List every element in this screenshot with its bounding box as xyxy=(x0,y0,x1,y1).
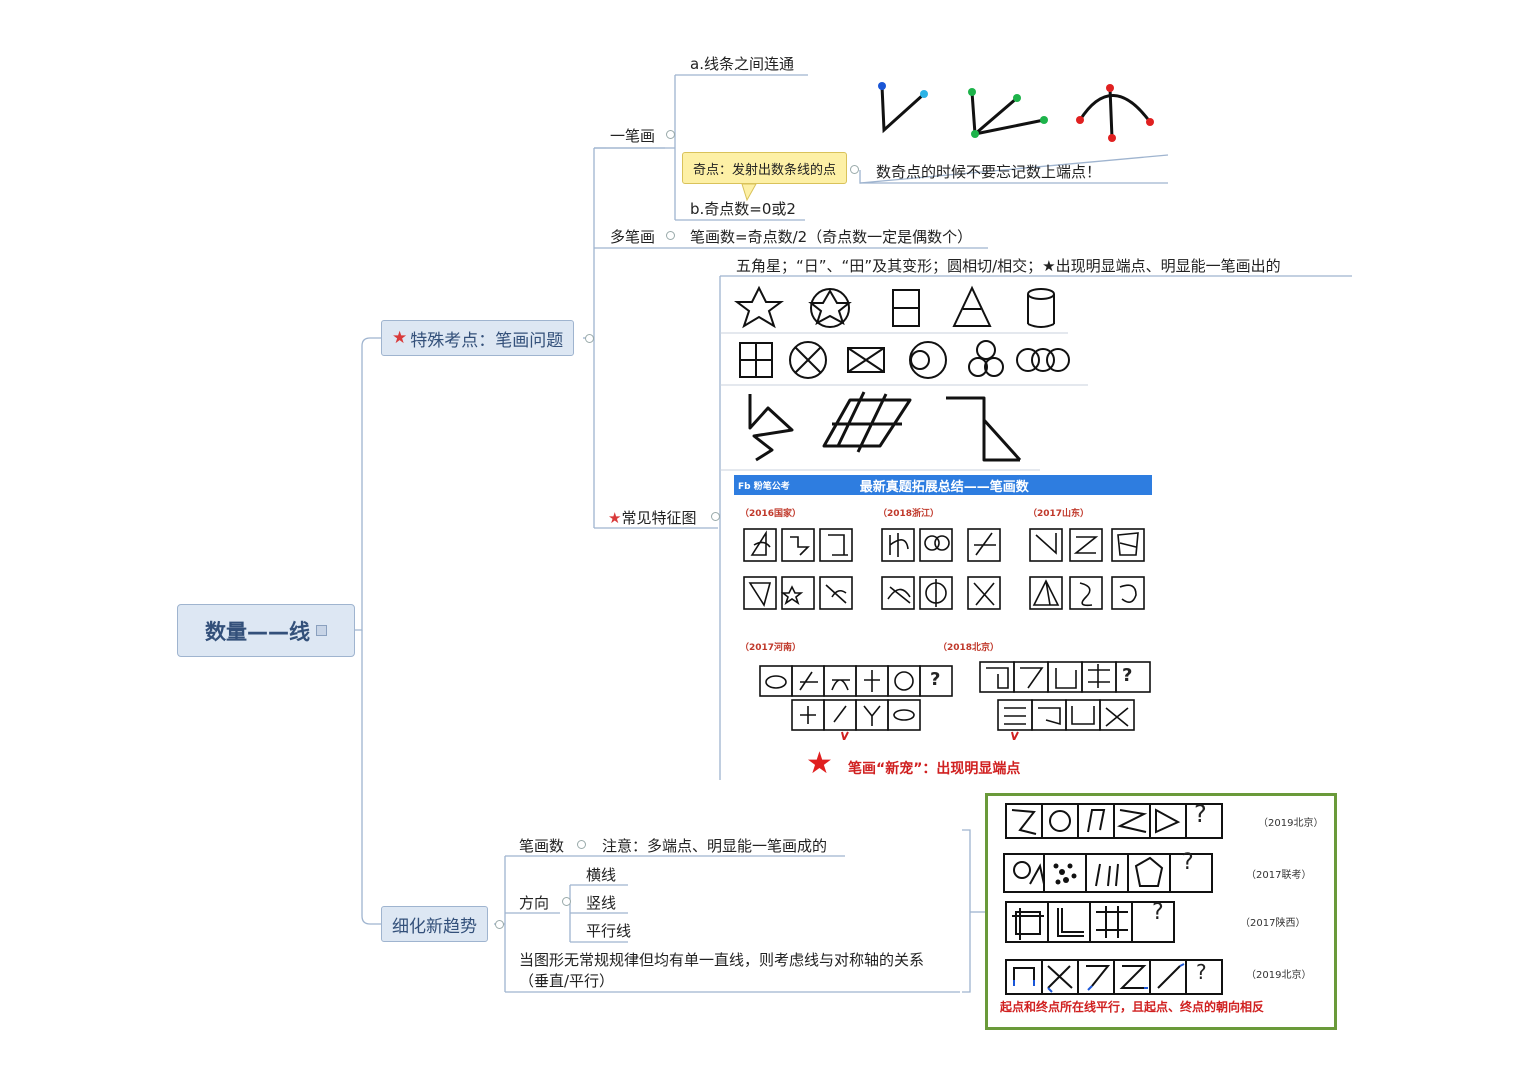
branch-special-topic-label: 特殊考点：笔画问题 xyxy=(410,330,564,351)
expand-dot-icon[interactable] xyxy=(562,897,571,906)
node-common-figures[interactable]: ★常见特征图 xyxy=(608,507,696,528)
root-label: 数量——线 xyxy=(205,619,310,644)
banner-logo: Fb 粉笔公考 xyxy=(738,481,790,492)
example-label: （2019北京） xyxy=(1246,970,1312,981)
examples-panel: ? ? ? ? （2019北京） （2017联考） （2017陕西） （2019… xyxy=(985,793,1337,1030)
shapes-row-star-ri xyxy=(734,285,1055,329)
example-label: （2019北京） xyxy=(1258,818,1324,829)
shapes-row-endpoint-figures xyxy=(748,391,1022,462)
expand-dot-icon[interactable] xyxy=(495,920,504,929)
shapes-row-tian-circles xyxy=(739,340,1070,379)
footer-new-favorite: 笔画“新宠”：出现明显端点 xyxy=(848,761,1021,777)
node-a-connected[interactable]: a.线条之间连通 xyxy=(690,55,794,73)
collapse-toggle-icon[interactable] xyxy=(316,625,327,636)
year-label: （2018北京） xyxy=(938,643,1000,653)
exam-figures-grid xyxy=(743,528,1145,610)
node-horizontal[interactable]: 横线 xyxy=(586,866,617,884)
question-mark: ? xyxy=(1122,665,1133,686)
example-conclusion: 起点和终点所在线平行，且起点、终点的朝向相反 xyxy=(1000,1000,1265,1014)
node-direction[interactable]: 方向 xyxy=(519,894,550,912)
example-label: （2017陕西） xyxy=(1240,918,1306,929)
node-parallel[interactable]: 平行线 xyxy=(586,922,632,940)
node-rule-line1[interactable]: 当图形无常规规律但均有单一直线，则考虑线与对称轴的关系 xyxy=(519,951,925,969)
node-figure-description[interactable]: 五角星；“日”、“田”及其变形；圆相切/相交；★出现明显端点、明显能一笔画出的 xyxy=(736,257,1281,275)
node-stroke-count-note[interactable]: 注意：多端点、明显能一笔画成的 xyxy=(602,837,828,855)
red-star-icon: ★ xyxy=(806,746,833,781)
node-duobihua[interactable]: 多笔画 xyxy=(610,228,656,246)
question-mark: ? xyxy=(1196,960,1207,984)
odd-point-illustration xyxy=(878,82,1154,142)
year-label: （2017山东） xyxy=(1028,509,1090,519)
example-label: （2017联考） xyxy=(1246,870,1312,881)
expand-dot-icon[interactable] xyxy=(585,334,594,343)
expand-dot-icon[interactable] xyxy=(711,512,720,521)
node-b-odd-count[interactable]: b.奇点数=0或2 xyxy=(690,200,796,218)
year-label: （2016国家） xyxy=(740,509,802,519)
branch-new-trends-label: 细化新趋势 xyxy=(392,916,477,937)
star-icon: ★ xyxy=(608,509,622,527)
branch-new-trends[interactable]: 细化新趋势 xyxy=(381,906,488,942)
expand-dot-icon[interactable] xyxy=(666,231,675,240)
year-label: （2017河南） xyxy=(740,643,802,653)
callout-odd-point[interactable]: 奇点：发射出数条线的点 xyxy=(682,152,847,184)
banner-title: 最新真题拓展总结——笔画数 xyxy=(859,479,1029,495)
node-note-endpoints[interactable]: 数奇点的时候不要忘记数上端点！ xyxy=(876,163,1102,181)
node-rule-line2[interactable]: （垂直/平行） xyxy=(519,972,615,990)
star-icon: ★ xyxy=(392,328,408,348)
question-mark: ? xyxy=(930,669,941,690)
node-yibihua[interactable]: 一笔画 xyxy=(610,127,656,145)
expand-dot-icon[interactable] xyxy=(850,165,859,174)
branch-special-topic[interactable]: ★ 特殊考点：笔画问题 xyxy=(381,320,575,356)
node-stroke-count[interactable]: 笔画数 xyxy=(519,837,565,855)
question-mark: ? xyxy=(1182,850,1194,875)
example-figures xyxy=(1003,803,1223,995)
root-node[interactable]: 数量——线 xyxy=(177,604,355,657)
question-mark: ? xyxy=(1194,800,1207,828)
question-mark: ? xyxy=(1152,900,1164,925)
node-vertical[interactable]: 竖线 xyxy=(586,894,617,912)
expand-dot-icon[interactable] xyxy=(577,840,586,849)
node-formula[interactable]: 笔画数=奇点数/2（奇点数一定是偶数个） xyxy=(690,228,973,246)
node-common-figures-label: 常见特征图 xyxy=(621,509,697,527)
exam-figures-options xyxy=(759,661,1151,740)
exam-summary-banner: Fb 粉笔公考 最新真题拓展总结——笔画数 xyxy=(734,475,1152,495)
expand-dot-icon[interactable] xyxy=(666,130,675,139)
year-label: （2018浙江） xyxy=(878,509,940,519)
